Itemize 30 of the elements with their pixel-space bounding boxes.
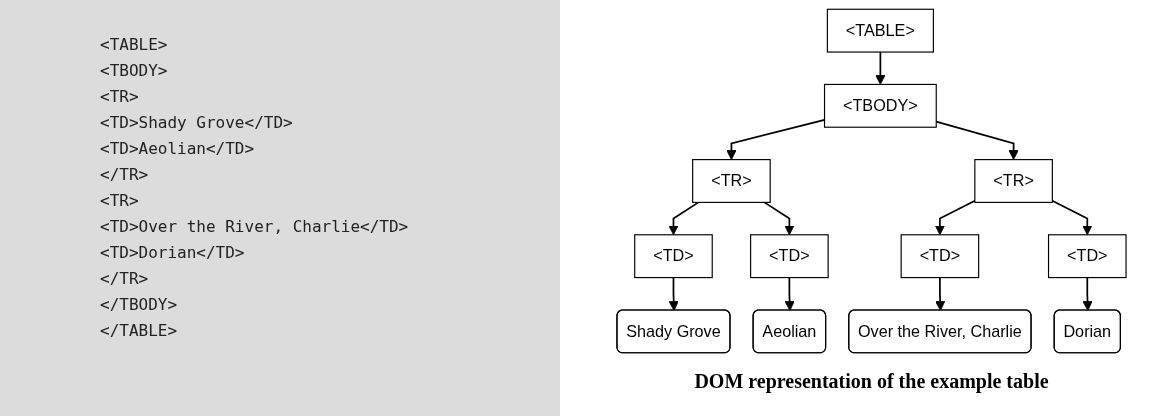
caption: DOM representation of the example table — [694, 370, 1049, 392]
arrow — [1051, 199, 1093, 236]
arrow — [1082, 276, 1093, 311]
code-line: <TABLE> — [100, 34, 168, 56]
arrow — [668, 201, 700, 236]
code-line: </TR> — [100, 268, 149, 290]
node-box: <TD> — [750, 234, 829, 279]
code-line: <TD>Aeolian</TD> — [100, 138, 255, 160]
node-box: <TR> — [974, 159, 1053, 203]
arrow — [934, 199, 976, 236]
code-line: </TABLE> — [100, 320, 178, 342]
arrow — [935, 276, 946, 311]
node-box: <TR> — [692, 159, 771, 203]
code-line: <TD>Over the River, Charlie</TD> — [100, 216, 409, 238]
node-box: <TD> — [900, 234, 980, 279]
code-line: </TR> — [100, 164, 149, 186]
code-line: <TBODY> — [100, 60, 168, 82]
code-line: <TR> — [100, 86, 139, 108]
code-line: <TD>Shady Grove</TD> — [100, 112, 293, 134]
node-box: <TABLE> — [826, 8, 934, 53]
arrow — [763, 201, 795, 236]
node-box: <TD> — [634, 234, 713, 279]
arrow — [784, 276, 795, 311]
code-line: <TR> — [100, 190, 139, 212]
code-line: <TD>Dorian</TD> — [100, 242, 245, 264]
node-box: <TD> — [1047, 234, 1127, 279]
code-line: </TBODY> — [100, 294, 178, 316]
node-box: <TBODY> — [823, 83, 937, 128]
arrow — [668, 276, 679, 311]
arrow — [875, 51, 886, 85]
